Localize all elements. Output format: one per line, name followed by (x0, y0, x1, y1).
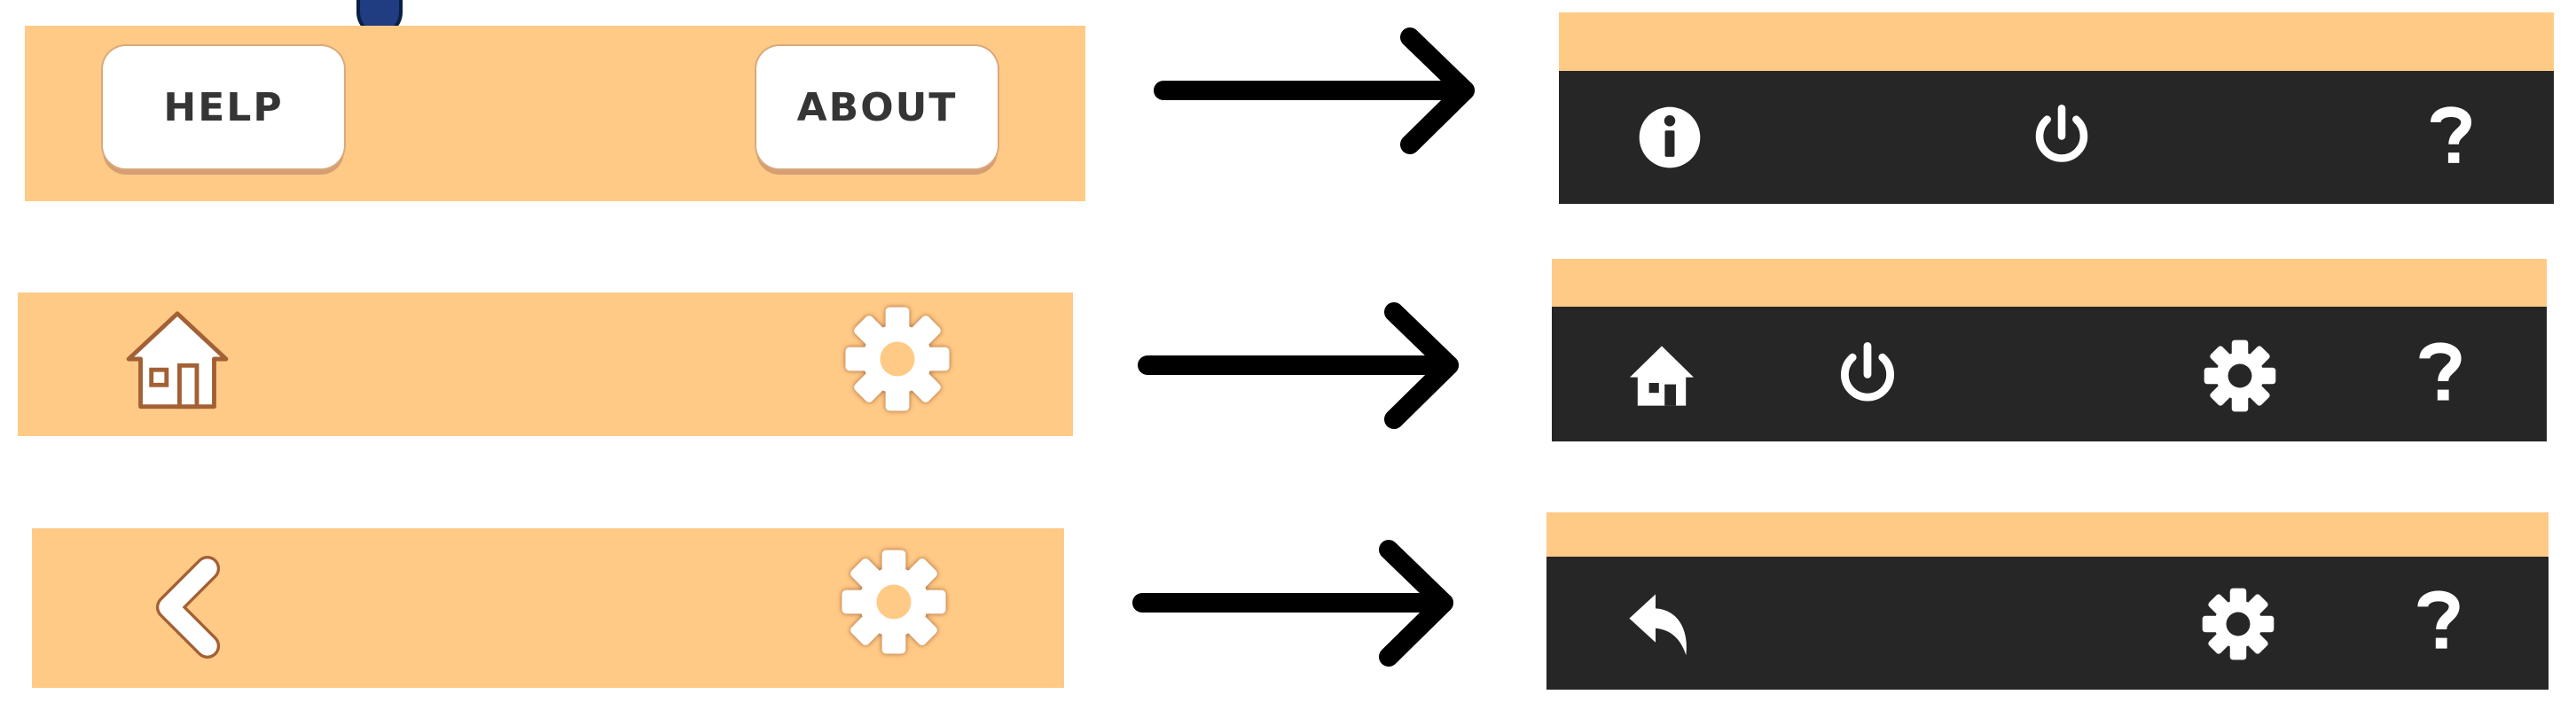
row-2 (0, 230, 2576, 461)
row-1: HELP ABOUT (0, 0, 2576, 213)
info-icon[interactable] (1635, 103, 1704, 172)
question-icon[interactable] (2403, 585, 2474, 659)
arrow-right-icon (1131, 539, 1460, 667)
row-3 (0, 479, 2576, 718)
top-strip (1552, 259, 2547, 307)
power-icon[interactable] (1832, 340, 1903, 411)
question-icon[interactable] (2416, 101, 2486, 174)
top-strip (1559, 12, 2554, 71)
new-toolbar-1 (1559, 12, 2554, 204)
bottom-bar (1559, 71, 2554, 204)
back-chevron-icon[interactable] (151, 555, 225, 659)
bottom-bar (1552, 307, 2547, 441)
old-toolbar-1: HELP ABOUT (25, 26, 1085, 201)
reply-icon[interactable] (1621, 589, 1697, 659)
help-button[interactable]: HELP (103, 46, 344, 168)
question-icon[interactable] (2405, 337, 2476, 411)
gear-icon[interactable] (2203, 339, 2277, 413)
new-toolbar-3 (1546, 512, 2549, 690)
home-icon[interactable] (1626, 340, 1697, 411)
top-strip (1546, 512, 2549, 557)
power-icon[interactable] (2027, 103, 2096, 172)
gear-icon[interactable] (839, 548, 949, 656)
arrow-right-icon (1137, 301, 1465, 430)
arrow-right-icon (1153, 27, 1481, 155)
about-button[interactable]: ABOUT (756, 46, 998, 168)
new-toolbar-2 (1552, 259, 2547, 441)
old-toolbar-3 (32, 528, 1064, 688)
old-toolbar-2 (18, 293, 1073, 436)
gear-icon[interactable] (2201, 587, 2275, 661)
gear-icon[interactable] (842, 305, 952, 413)
home-icon[interactable] (122, 305, 232, 413)
bottom-bar (1546, 557, 2549, 690)
